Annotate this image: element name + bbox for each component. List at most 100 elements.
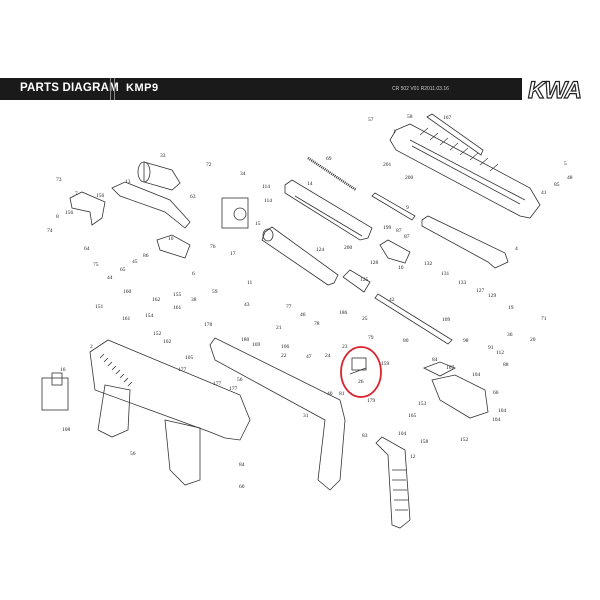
part-number-label: 128 (370, 260, 379, 266)
part-number-label: 20 (530, 337, 536, 343)
page-title: PARTS DIAGRAM (20, 82, 119, 94)
part-number-label: 112 (496, 350, 505, 356)
part-number-label: 102 (163, 339, 172, 345)
part-number-label: 73 (56, 177, 62, 183)
part-number-label: 98 (463, 338, 469, 344)
part-15 (221, 197, 249, 229)
part-number-label: 21 (276, 325, 282, 331)
part-cylinder-125 (342, 269, 371, 293)
part-number-label: 58 (407, 114, 413, 120)
part-number-label: 57 (368, 117, 374, 123)
part-stock (209, 337, 346, 491)
part-number-label: 59 (212, 289, 218, 295)
part-number-label: 19 (508, 305, 514, 311)
part-number-label: 86 (143, 253, 149, 259)
part-charging-handle (421, 215, 509, 269)
part-number-label: 106 (281, 344, 290, 350)
part-number-label: 85 (554, 182, 560, 188)
part-number-label: 167 (443, 115, 452, 121)
part-number-label: 23 (342, 344, 348, 350)
part-number-label: 36 (507, 332, 513, 338)
part-number-label: 81 (339, 391, 345, 397)
kwa-logo: KWA (527, 76, 582, 104)
part-number-label: 56 (130, 451, 136, 457)
part-number-label: 7 (75, 191, 78, 197)
part-number-label: 4 (515, 246, 518, 252)
part-barrel-124 (261, 226, 339, 286)
part-number-label: 200 (405, 175, 414, 181)
part-number-label: 33 (160, 153, 166, 159)
part-number-label: 133 (458, 280, 467, 286)
part-16 (41, 372, 69, 411)
part-number-label: 76 (210, 244, 216, 250)
part-number-label: 199 (383, 225, 392, 231)
part-10-small (156, 234, 191, 259)
part-number-label: 114 (262, 184, 271, 190)
part-number-label: 162 (152, 297, 161, 303)
part-number-label: 158 (420, 439, 429, 445)
part-guide-rod (371, 192, 416, 221)
part-number-label: 177 (229, 386, 238, 392)
part-number-label: 42 (389, 297, 395, 303)
part-outer-barrel (284, 179, 373, 241)
part-number-label: 155 (173, 292, 182, 298)
part-number-label: 46 (300, 312, 306, 318)
part-number-label: 124 (316, 247, 325, 253)
part-number-label: 6 (192, 271, 195, 277)
part-number-label: 152 (460, 437, 469, 443)
part-grip-right (164, 419, 201, 486)
part-number-label: 104 (398, 431, 407, 437)
part-number-label: 14 (307, 181, 313, 187)
part-number-label: 153 (418, 401, 427, 407)
model-name: KMP9 (126, 82, 159, 94)
part-grip-left (97, 384, 131, 438)
part-number-label: 80 (403, 338, 409, 344)
part-number-label: 129 (488, 293, 497, 299)
part-number-label: 160 (123, 289, 132, 295)
part-number-label: 161 (173, 305, 182, 311)
part-number-label: 24 (325, 353, 331, 359)
part-number-label: 60 (239, 484, 245, 490)
part-number-label: 66 (493, 390, 499, 396)
part-number-label: 108 (62, 427, 71, 433)
part-number-label: 169 (252, 342, 261, 348)
part-number-label: 8 (56, 214, 59, 220)
part-number-label: 26 (358, 379, 364, 385)
part-number-label: 10 (398, 265, 404, 271)
part-number-label: 45 (132, 259, 138, 265)
part-number-label: 156 (65, 210, 74, 216)
part-number-label: 78 (314, 321, 320, 327)
part-number-label: 114 (264, 198, 273, 204)
part-number-label: 105 (185, 355, 194, 361)
part-number-label: 186 (339, 310, 348, 316)
part-frame (89, 339, 251, 441)
part-number-label: 88 (503, 362, 509, 368)
part-trigger-7 (69, 191, 106, 226)
part-number-label: 38 (191, 297, 197, 303)
part-recoil-spring (307, 156, 357, 192)
part-number-label: 1 (393, 129, 396, 135)
part-number-label: 84 (432, 357, 438, 363)
part-number-label: 87 (404, 234, 410, 240)
part-number-label: 84 (239, 462, 245, 468)
part-number-label: 41 (541, 190, 547, 196)
part-number-label: 156 (96, 193, 105, 199)
part-number-label: 31 (303, 413, 309, 419)
part-number-label: 12 (410, 454, 416, 460)
part-number-label: 104 (492, 417, 501, 423)
part-number-label: 79 (368, 335, 374, 341)
part-rail (426, 113, 484, 156)
part-number-label: 177 (178, 367, 187, 373)
part-number-label: 9 (406, 205, 409, 211)
part-number-label: 151 (95, 304, 104, 310)
part-number-label: 44 (107, 275, 113, 281)
part-number-label: 77 (286, 304, 292, 310)
part-number-label: 91 (488, 345, 494, 351)
part-number-label: 131 (441, 271, 450, 277)
part-number-label: 74 (47, 228, 53, 234)
part-number-label: 11 (247, 280, 253, 286)
highlight-circle (340, 346, 382, 398)
part-number-label: 178 (204, 322, 213, 328)
part-number-label: 65 (120, 267, 126, 273)
part-number-label: 22 (281, 353, 287, 359)
